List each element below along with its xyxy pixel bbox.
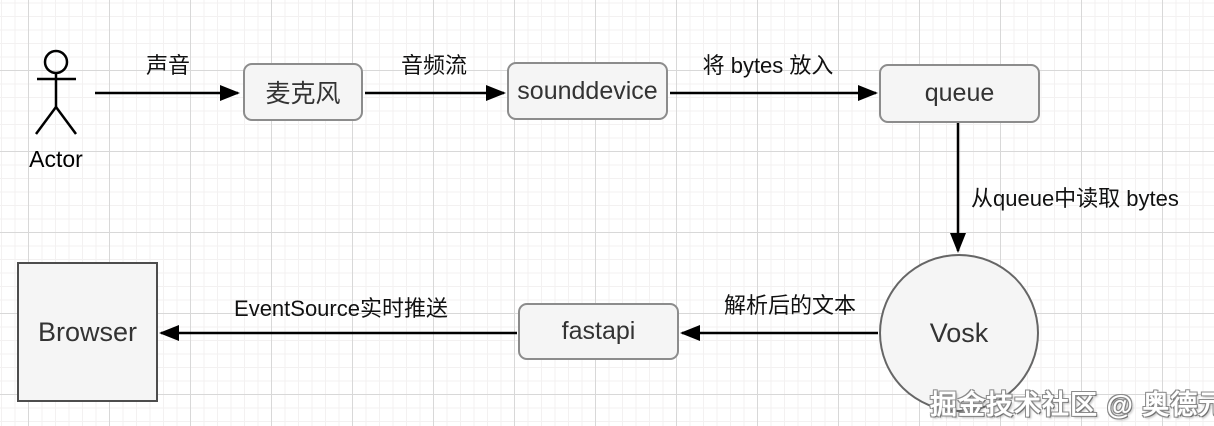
- node-microphone-label: 麦克风: [265, 80, 341, 108]
- actor-label: Actor: [29, 146, 83, 172]
- node-fastapi-label: fastapi: [561, 317, 636, 345]
- edge-label-eventsource-push: EventSource实时推送: [234, 296, 448, 321]
- edge-label-sound: 声音: [145, 53, 190, 78]
- node-fastapi: fastapi: [518, 303, 679, 360]
- node-vosk-label: Vosk: [929, 317, 989, 348]
- node-queue: queue: [879, 64, 1040, 123]
- node-queue-label: queue: [924, 79, 995, 107]
- node-vosk: Vosk: [879, 254, 1039, 412]
- edge-label-parsed-text: 解析后的文本: [723, 293, 856, 318]
- node-browser: Browser: [17, 262, 158, 402]
- watermark: 掘金技术社区 @ 奥德元: [930, 390, 1214, 420]
- actor-icon: [34, 49, 78, 135]
- edge-label-audio-stream: 音频流: [400, 53, 467, 78]
- edge-label-read-bytes: 从queue中读取 bytes: [971, 186, 1179, 211]
- edge-label-put-bytes: 将 bytes 放入: [702, 53, 834, 78]
- node-sounddevice: sounddevice: [507, 62, 668, 120]
- node-microphone: 麦克风: [243, 63, 363, 121]
- node-sounddevice-label: sounddevice: [517, 76, 658, 105]
- node-browser-label: Browser: [37, 316, 138, 347]
